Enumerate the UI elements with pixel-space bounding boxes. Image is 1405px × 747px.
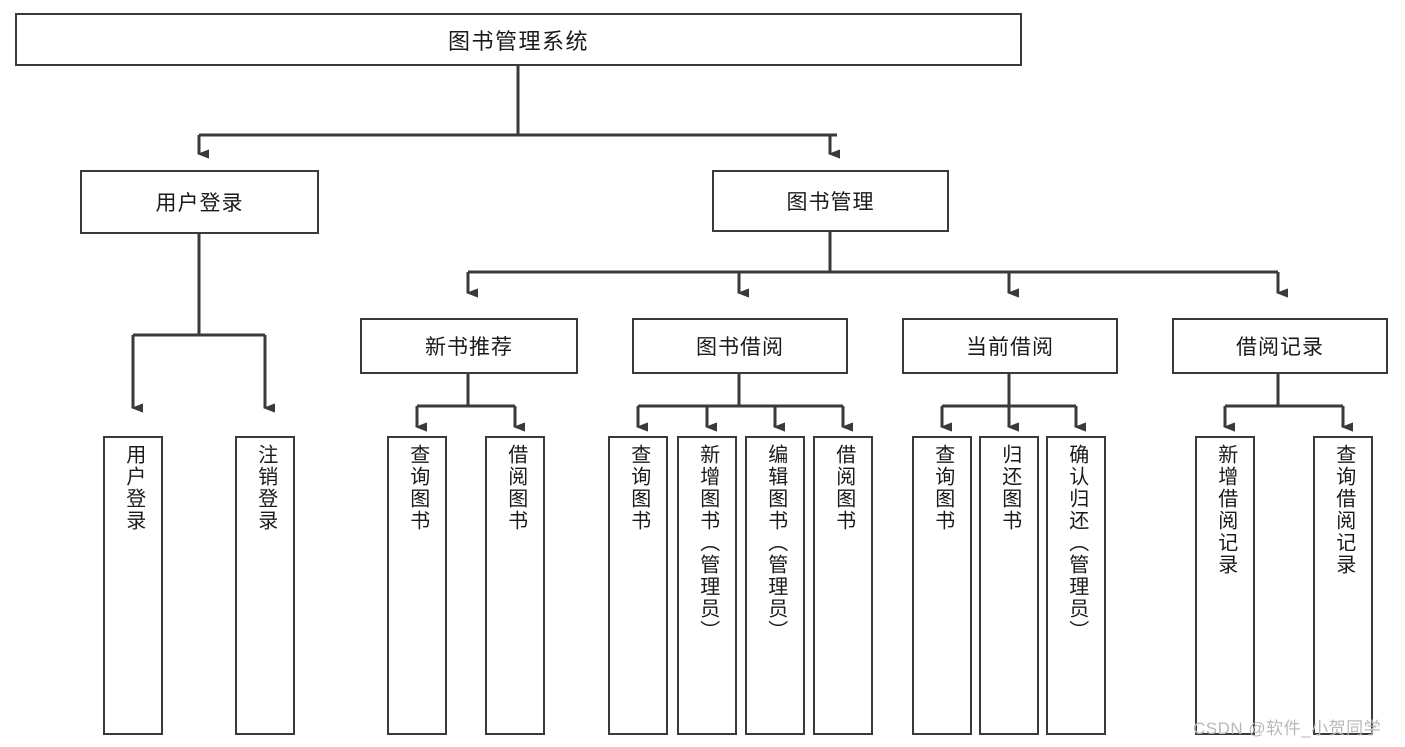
leaf-label: 查询图书 <box>406 444 429 532</box>
node-borrow-record[interactable]: 借阅记录 <box>1172 318 1388 374</box>
node-label: 图书借阅 <box>696 336 784 359</box>
node-label: 用户登录 <box>155 192 244 215</box>
leaf-record-query-borrow-record[interactable]: 查询借阅记录 <box>1313 436 1373 735</box>
node-label: 当前借阅 <box>966 336 1054 359</box>
leaf-record-add-borrow-record[interactable]: 新增借阅记录 <box>1195 436 1255 735</box>
node-root-book-management-system[interactable]: 图书管理系统 <box>15 13 1022 66</box>
leaf-borrow-edit-book-admin[interactable]: 编辑图书（管理员） <box>745 436 805 735</box>
leaf-current-return-book[interactable]: 归还图书 <box>979 436 1039 735</box>
leaf-label: 新增借阅记录 <box>1214 444 1237 576</box>
leaf-label: 查询图书 <box>627 444 650 532</box>
leaf-label: 用户登录 <box>122 444 145 532</box>
node-user-login[interactable]: 用户登录 <box>80 170 319 234</box>
leaf-label: 查询借阅记录 <box>1332 444 1355 576</box>
node-label: 图书管理 <box>786 191 875 214</box>
node-label: 图书管理系统 <box>447 28 589 54</box>
leaf-current-query-book[interactable]: 查询图书 <box>912 436 972 735</box>
node-new-book-recommend[interactable]: 新书推荐 <box>360 318 578 374</box>
leaf-label: 借阅图书 <box>832 444 855 532</box>
node-book-borrow[interactable]: 图书借阅 <box>632 318 848 374</box>
leaf-label: 编辑图书（管理员） <box>764 444 787 642</box>
leaf-label: 注销登录 <box>254 444 277 532</box>
leaf-current-confirm-return-admin[interactable]: 确认归还（管理员） <box>1046 436 1106 735</box>
node-label: 借阅记录 <box>1236 336 1324 359</box>
leaf-user-login-signin[interactable]: 用户登录 <box>103 436 163 735</box>
leaf-label: 查询图书 <box>931 444 954 532</box>
node-current-borrow[interactable]: 当前借阅 <box>902 318 1118 374</box>
csdn-watermark: CSDN @软件_小贺同学 <box>1193 719 1382 738</box>
leaf-borrow-query-book[interactable]: 查询图书 <box>608 436 668 735</box>
node-book-management[interactable]: 图书管理 <box>712 170 949 232</box>
leaf-label: 归还图书 <box>998 444 1021 532</box>
leaf-user-login-signout[interactable]: 注销登录 <box>235 436 295 735</box>
leaf-borrow-borrow-book[interactable]: 借阅图书 <box>813 436 873 735</box>
leaf-borrow-add-book-admin[interactable]: 新增图书（管理员） <box>677 436 737 735</box>
leaf-label: 新增图书（管理员） <box>696 444 719 642</box>
leaf-label: 确认归还（管理员） <box>1065 444 1088 642</box>
leaf-label: 借阅图书 <box>504 444 527 532</box>
leaf-new-book-query[interactable]: 查询图书 <box>387 436 447 735</box>
leaf-new-book-borrow[interactable]: 借阅图书 <box>485 436 545 735</box>
node-label: 新书推荐 <box>425 336 513 359</box>
